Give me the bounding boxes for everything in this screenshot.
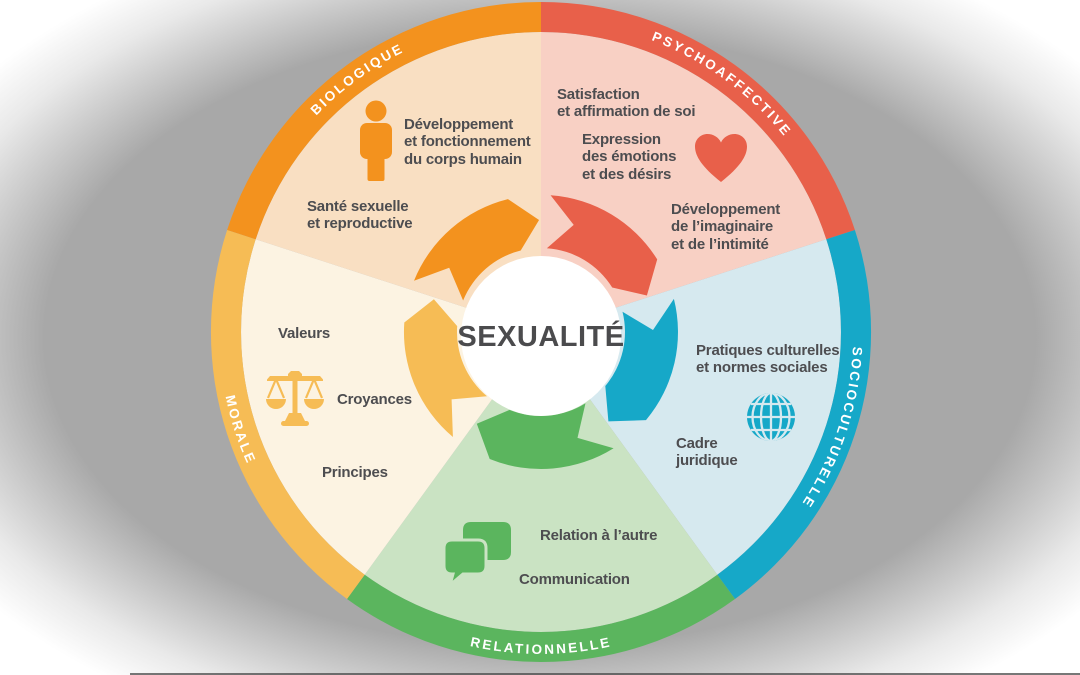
globe-icon xyxy=(747,393,795,441)
bottom-edge-line xyxy=(130,673,1080,675)
cycle-arrow-socioculturelle xyxy=(605,298,678,422)
sector-ring-morale xyxy=(210,230,365,599)
socioculturelle-item-cadre: Cadre juridique xyxy=(676,435,738,470)
sector-ring-biologique xyxy=(227,2,541,240)
scales-icon xyxy=(266,371,324,426)
biologique-item-sante: Santé sexuelle et reproductive xyxy=(307,198,413,233)
morale-item-principes: Principes xyxy=(322,464,388,481)
center-title: SEXUALITÉ xyxy=(457,319,624,353)
biologique-item-developpement: Développement et fonctionnement du corps… xyxy=(404,116,531,168)
sector-ring-socioculturelle xyxy=(717,230,872,599)
sector-ring-psychoaffective xyxy=(541,2,855,240)
relationnelle-item-communication: Communication xyxy=(519,571,630,588)
psychoaffective-item-satisfaction: Satisfaction et affirmation de soi xyxy=(557,86,696,121)
center-circle xyxy=(461,256,621,416)
psychoaffective-item-imaginaire: Développement de l’imaginaire et de l’in… xyxy=(671,201,781,253)
heart-icon xyxy=(695,134,747,182)
person-icon xyxy=(360,100,392,181)
cycle-arrow-relationnelle xyxy=(476,403,614,469)
morale-item-croyances: Croyances xyxy=(337,391,412,408)
psychoaffective-item-expression: Expression des émotions et des désirs xyxy=(582,131,677,183)
socioculturelle-item-pratiques: Pratiques culturelles et normes sociales xyxy=(696,342,840,377)
cycle-arrow-biologique xyxy=(414,199,540,301)
sector-ring-relationnelle xyxy=(347,574,735,663)
cycle-arrow-psychoaffective xyxy=(546,195,658,296)
cycle-arrow-morale xyxy=(403,299,487,437)
speech-bubbles-icon xyxy=(442,522,511,586)
relationnelle-item-relation: Relation à l’autre xyxy=(540,527,658,544)
morale-item-valeurs: Valeurs xyxy=(278,325,330,342)
